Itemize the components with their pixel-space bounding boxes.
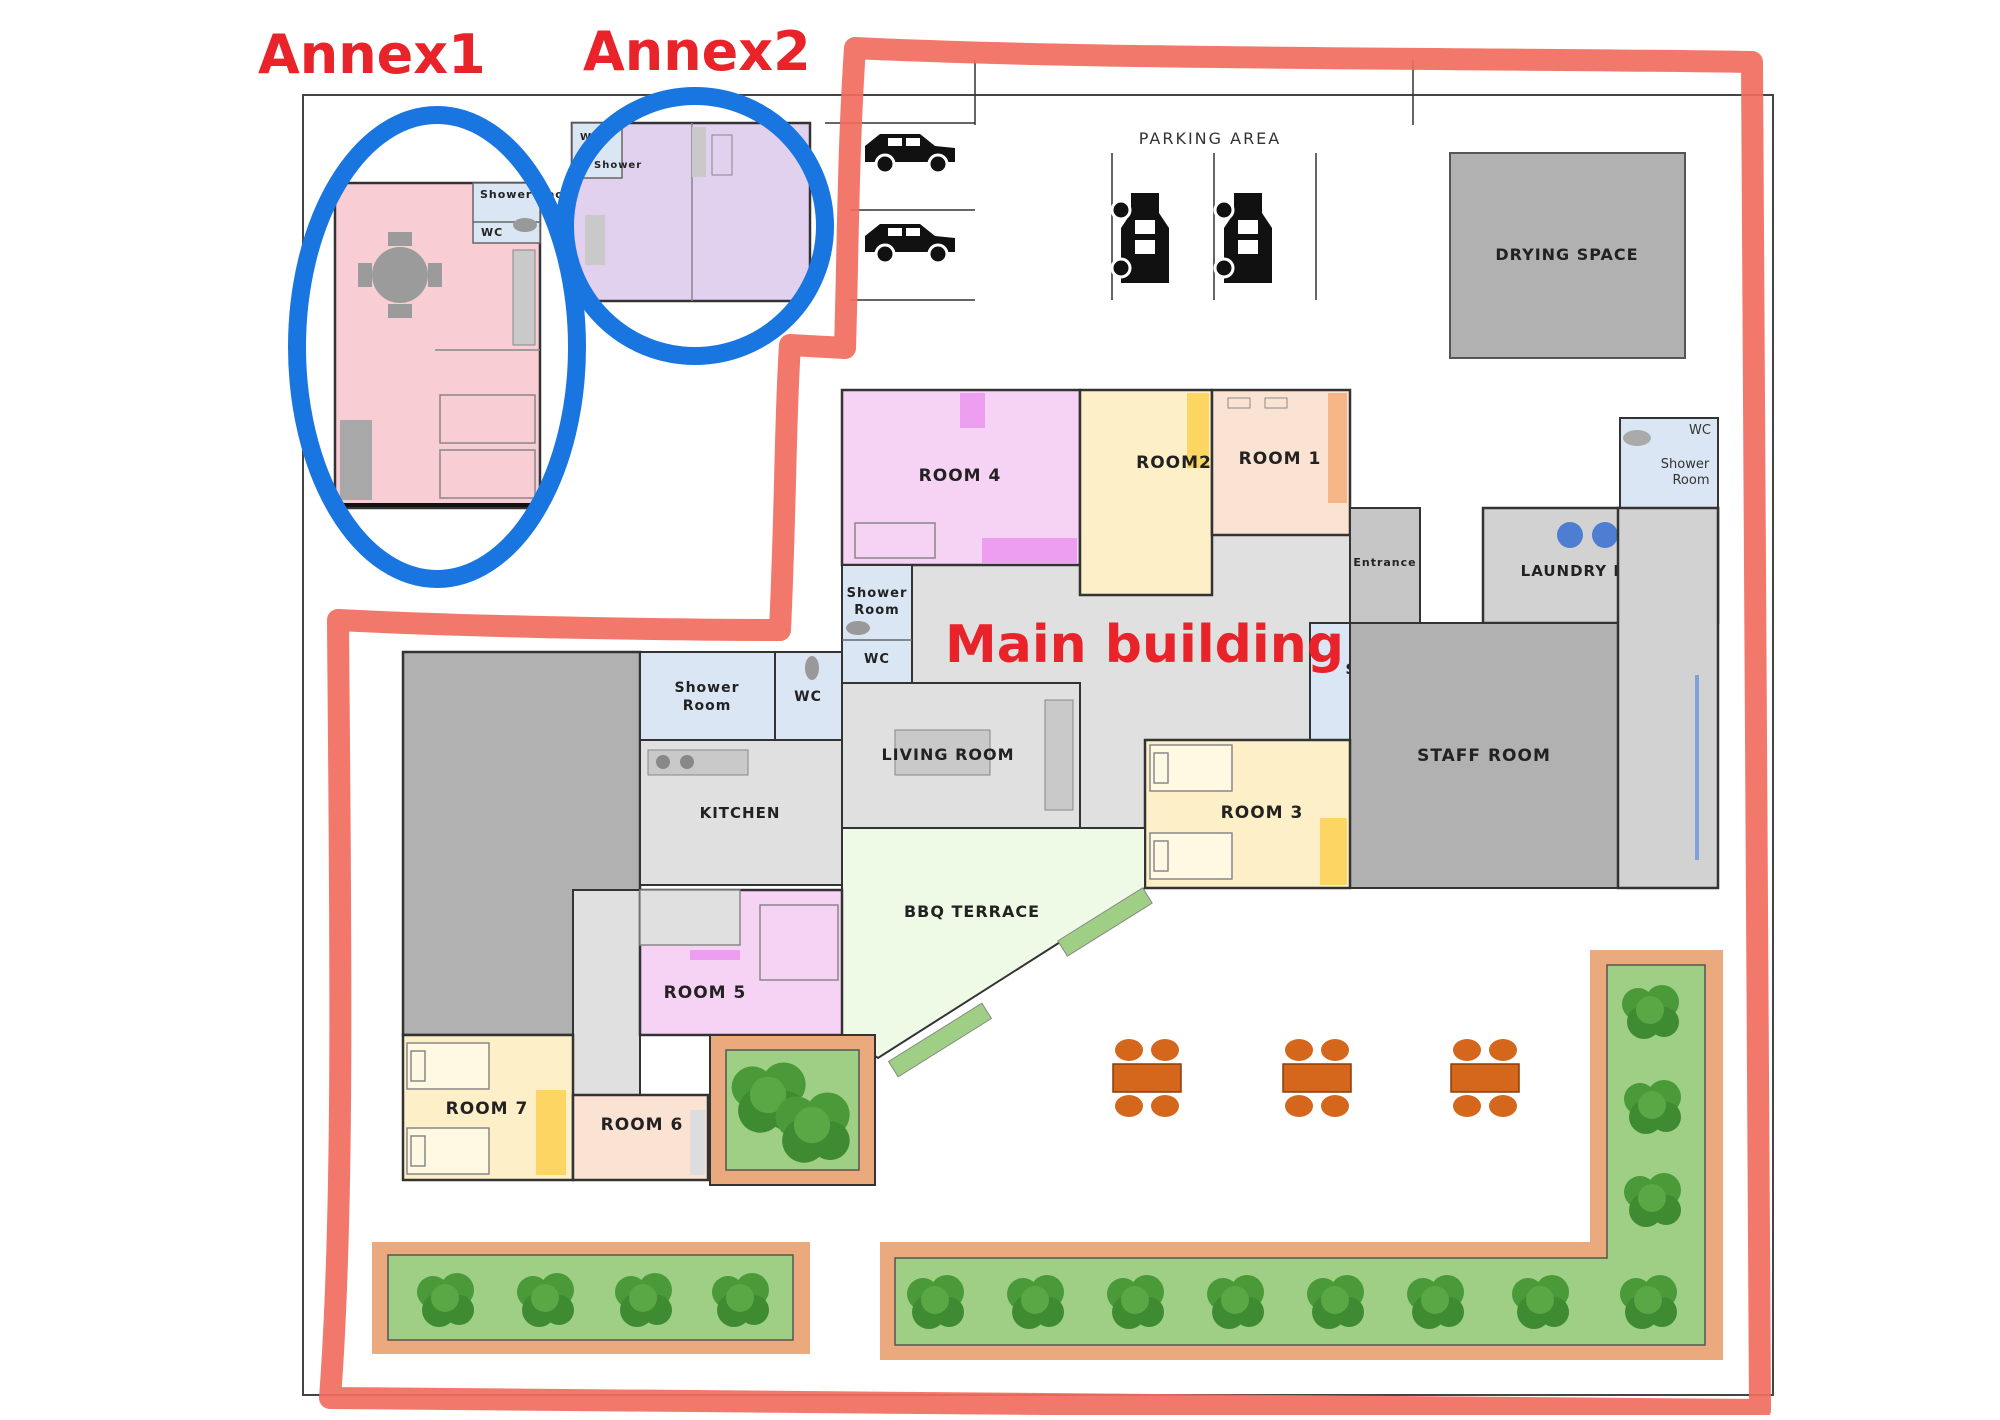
room-3-label: ROOM 3 xyxy=(1221,803,1304,823)
parking-area-label: PARKING AREA xyxy=(1139,129,1281,148)
outdoor-table xyxy=(1112,1038,1182,1118)
outdoor-table xyxy=(1282,1038,1352,1118)
staff-room[interactable] xyxy=(1349,622,1619,889)
room-1-label: ROOM 1 xyxy=(1239,449,1322,469)
wc-3-label: WC xyxy=(1689,423,1711,438)
svg-text:Room: Room xyxy=(683,698,732,714)
drying-space xyxy=(1449,152,1686,359)
svg-text:Room: Room xyxy=(854,603,899,618)
staff-room-label: STAFF ROOM xyxy=(1417,746,1551,766)
room-1[interactable] xyxy=(1210,388,1352,537)
drying-space-label: DRYING SPACE xyxy=(1495,245,1638,264)
bbq-terrace-label: BBQ TERRACE xyxy=(904,902,1040,921)
annex2-shower-label: Shower xyxy=(594,160,642,171)
room-6-label: ROOM 6 xyxy=(601,1115,684,1135)
annex2-callout: Annex2 xyxy=(583,20,811,83)
corridor xyxy=(572,889,641,1096)
parked-car xyxy=(863,132,957,175)
annex1-wc-label: WC xyxy=(481,226,503,239)
annex1-callout: Annex1 xyxy=(258,23,486,86)
outdoor-table xyxy=(1450,1038,1520,1118)
entrance[interactable] xyxy=(1349,507,1421,624)
annex2-circle xyxy=(556,87,834,365)
annex1-building: Shower Room WC xyxy=(333,181,575,510)
terrace-planter xyxy=(887,1002,993,1078)
annex1-circle xyxy=(288,106,586,588)
parked-car xyxy=(1110,191,1171,285)
living-room-label: LIVING ROOM xyxy=(881,745,1014,764)
parked-car xyxy=(1213,191,1274,285)
bbq-terrace[interactable] xyxy=(841,827,1146,1060)
entrance-label: Entrance xyxy=(1353,556,1416,569)
svg-text:Shower: Shower xyxy=(1661,457,1710,472)
parked-car xyxy=(863,222,957,265)
terrace-planter xyxy=(1057,887,1153,957)
room-7-label: ROOM 7 xyxy=(446,1099,529,1119)
shower-room-4[interactable] xyxy=(639,651,776,741)
wc-4-label: WC xyxy=(794,689,822,705)
room-4-label: ROOM 4 xyxy=(919,466,1002,486)
room-6[interactable] xyxy=(571,1093,710,1182)
annex1-table xyxy=(372,247,428,303)
annex2-building: WC Shower xyxy=(570,121,812,303)
svg-text:Room: Room xyxy=(1672,473,1709,488)
kitchen-label: KITCHEN xyxy=(700,804,781,822)
main-building-outline xyxy=(319,37,1771,1420)
wc-1-label: WC xyxy=(864,652,890,667)
room-5-label: ROOM 5 xyxy=(664,983,747,1003)
svg-text:Shower: Shower xyxy=(674,680,739,696)
room-2-label: ROOM2 xyxy=(1136,453,1212,473)
shower-room-1-label: Shower xyxy=(847,586,908,601)
parking-area: PARKING AREA xyxy=(825,60,1414,301)
main-building-callout: Main building xyxy=(945,615,1344,675)
